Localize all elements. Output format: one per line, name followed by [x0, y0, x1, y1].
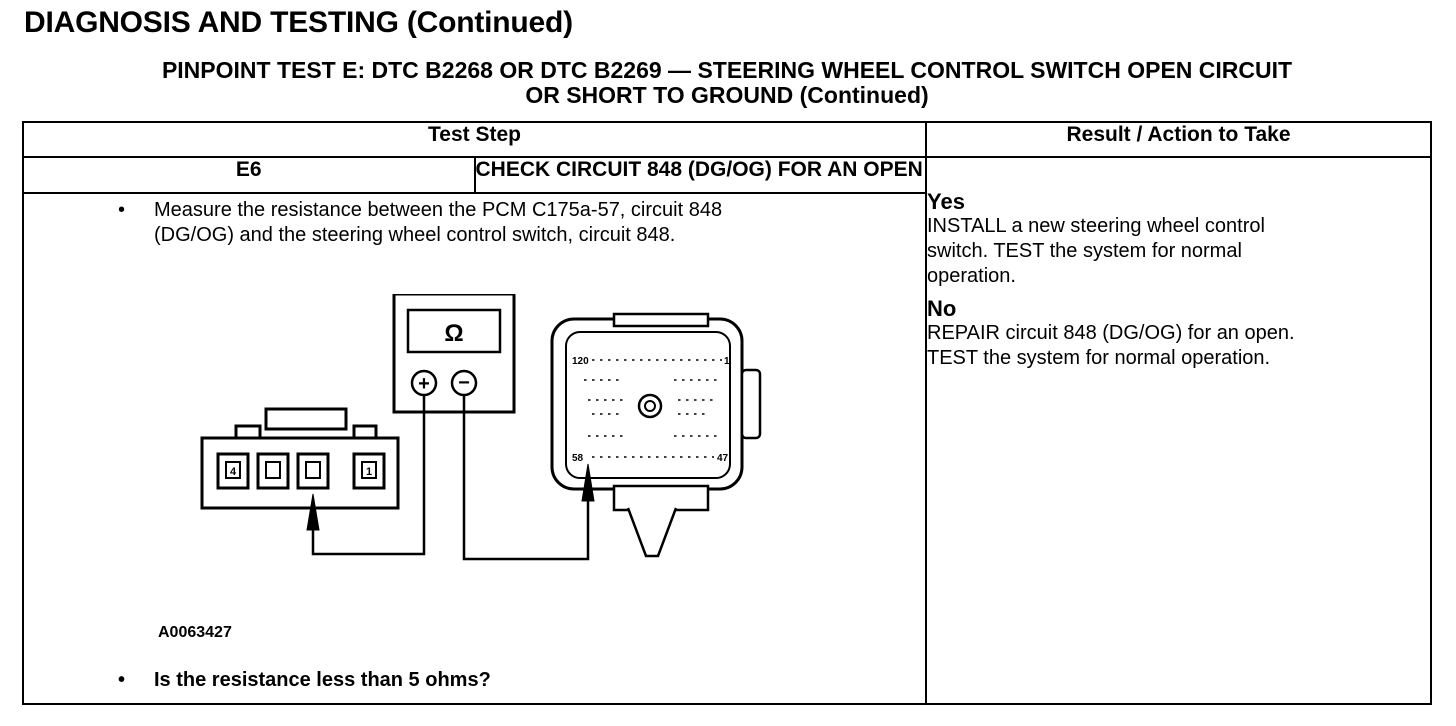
question-text: Is the resistance less than 5 ohms?: [154, 669, 491, 691]
pin-label-1: 1: [366, 466, 372, 478]
result-no-text: REPAIR circuit 848 (DG/OG) for an open. …: [927, 321, 1430, 371]
pinpoint-test-title: PINPOINT TEST E: DTC B2268 OR DTC B2269 …: [24, 58, 1430, 108]
result-yes-line: operation.: [927, 265, 1016, 287]
step-title: CHECK CIRCUIT 848 (DG/OG) FOR AN OPEN: [473, 156, 927, 194]
connector-measurement-figure: Ω + −: [200, 294, 762, 561]
pcm-connector: [550, 312, 762, 558]
plus-terminal: +: [418, 373, 430, 395]
test-step-table: Test Step Result / Action to Take E6 CHE…: [22, 121, 1432, 705]
probe-tips: [306, 463, 595, 531]
pin-label-1-right: 1: [724, 356, 730, 367]
test-title-line-1: PINPOINT TEST E: DTC B2268 OR DTC B2269 …: [161, 57, 1293, 83]
test-title-line-2: OR SHORT TO GROUND (Continued): [525, 82, 929, 108]
instruction-text: Measure the resistance between the PCM C…: [154, 198, 722, 248]
bullet-dot: •: [118, 669, 126, 691]
page-title: DIAGNOSIS AND TESTING (Continued): [24, 6, 573, 39]
result-yes-line: switch. TEST the system for normal: [927, 240, 1242, 262]
result-yes-line: INSTALL a new steering wheel control: [927, 215, 1265, 237]
pin-label-4: 4: [230, 466, 237, 478]
result-yes-text: INSTALL a new steering wheel control swi…: [927, 214, 1430, 289]
ohmmeter: Ω + −: [392, 294, 516, 414]
result-cell: Yes INSTALL a new steering wheel control…: [925, 156, 1432, 705]
switch-connector: [200, 407, 400, 510]
pin-label-120: 120: [572, 356, 589, 367]
bullet-dot: •: [118, 199, 126, 221]
result-no-label: No: [927, 296, 957, 321]
instruction-line: Measure the resistance between the PCM C…: [154, 199, 723, 221]
result-yes-label: Yes: [927, 189, 965, 214]
pin-label-58: 58: [572, 453, 584, 464]
pin-label-47: 47: [717, 453, 729, 464]
step-id: E6: [22, 156, 476, 194]
result-no-line: TEST the system for normal operation.: [927, 347, 1271, 369]
minus-terminal: −: [458, 372, 470, 394]
pcm-pin-rows: [584, 359, 722, 458]
instruction-line: (DG/OG) and the steering wheel control s…: [154, 224, 676, 246]
result-no-line: REPAIR circuit 848 (DG/OG) for an open.: [927, 322, 1295, 344]
ohm-symbol: Ω: [444, 320, 463, 347]
column-header-test-step: Test Step: [22, 121, 927, 158]
step-body: • Measure the resistance between the PCM…: [22, 192, 927, 705]
column-header-result: Result / Action to Take: [925, 121, 1432, 158]
figure-id: A0063427: [158, 624, 232, 641]
